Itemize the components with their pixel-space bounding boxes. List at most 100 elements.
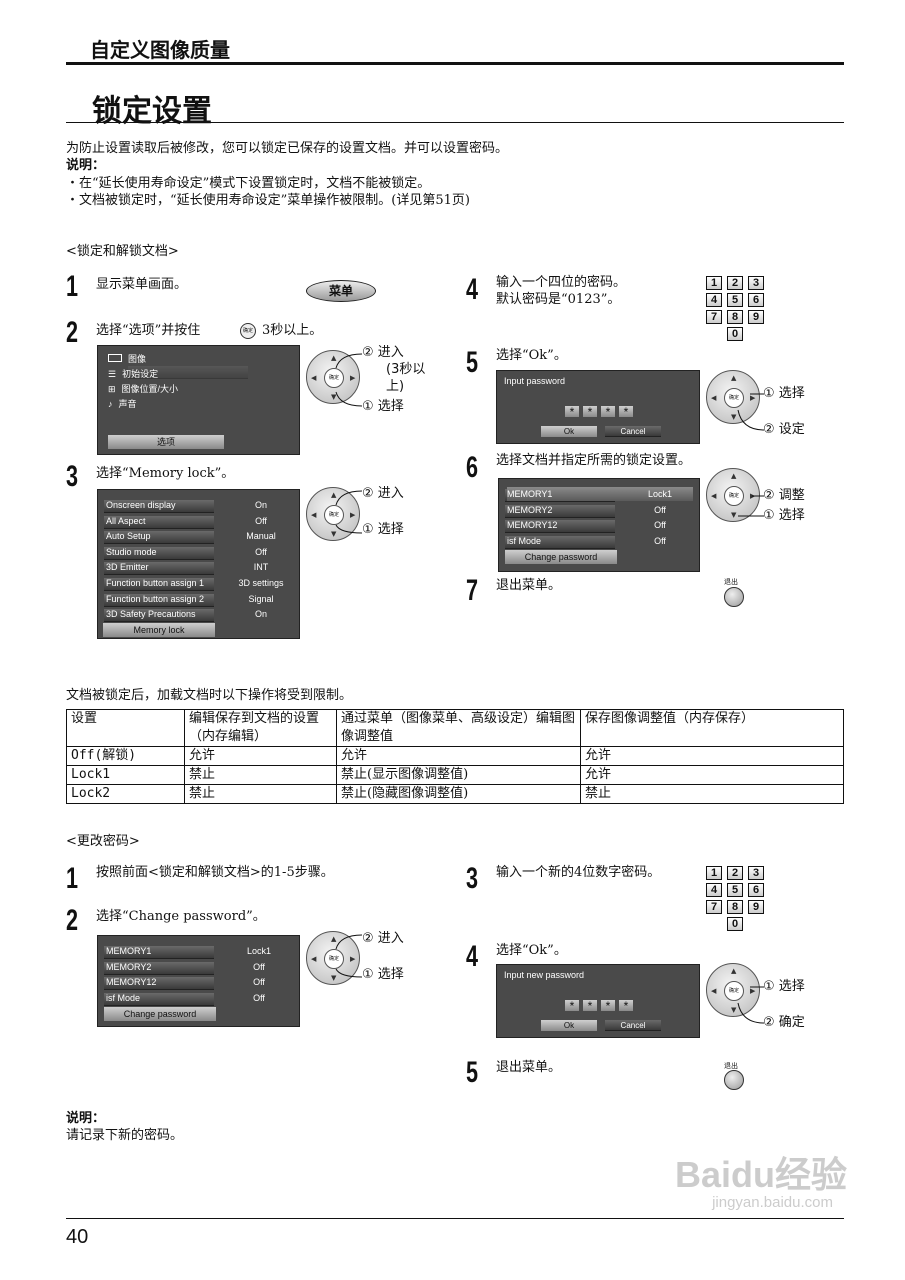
arrow-right-icon[interactable]: ▶ bbox=[750, 987, 756, 995]
keypad-key[interactable]: 0 bbox=[727, 917, 743, 931]
enter-button[interactable]: 确定 bbox=[724, 388, 744, 408]
keypad-key[interactable]: 2 bbox=[727, 866, 743, 880]
arrow-left-icon[interactable]: ◀ bbox=[311, 374, 317, 382]
password-field[interactable]: **** bbox=[565, 401, 633, 420]
arrow-down-icon[interactable]: ▼ bbox=[331, 393, 337, 401]
password-field[interactable]: **** bbox=[565, 995, 633, 1014]
ok-button[interactable]: Ok bbox=[541, 426, 597, 437]
arrow-left-icon[interactable]: ◀ bbox=[311, 955, 317, 963]
cancel-button[interactable]: Cancel bbox=[605, 1020, 661, 1031]
exit-button[interactable] bbox=[724, 587, 744, 607]
menu-row-value[interactable]: Off bbox=[255, 546, 267, 557]
menu-row-value[interactable]: Lock1 bbox=[647, 489, 673, 499]
keypad-key[interactable]: 5 bbox=[727, 293, 743, 307]
menu-row-value[interactable]: Lock1 bbox=[246, 946, 272, 956]
keypad-key[interactable]: 5 bbox=[727, 883, 743, 897]
dpad[interactable]: 确定 ▲ ▼ ◀ ▶ bbox=[306, 487, 360, 541]
change-password-button[interactable]: Change password bbox=[505, 550, 617, 565]
menu-row-value[interactable]: Manual bbox=[246, 531, 276, 542]
menu-row-value[interactable]: Off bbox=[253, 977, 265, 988]
menu-row-value[interactable]: Off bbox=[654, 504, 666, 515]
enter-button[interactable]: 确定 bbox=[324, 368, 344, 388]
dpad[interactable]: 确定 ▲ ▼ ◀ ▶ bbox=[306, 350, 360, 404]
arrow-right-icon[interactable]: ▶ bbox=[350, 955, 356, 963]
keypad-key[interactable]: 1 bbox=[706, 866, 722, 880]
arrow-down-icon[interactable]: ▼ bbox=[731, 511, 737, 519]
arrow-left-icon[interactable]: ◀ bbox=[711, 394, 717, 402]
menu-row-value[interactable]: On bbox=[254, 500, 267, 510]
keypad-key[interactable]: 4 bbox=[706, 293, 722, 307]
dpad[interactable]: 确定 ▲ ▼ ◀ ▶ bbox=[706, 370, 760, 424]
arrow-right-icon[interactable]: ▶ bbox=[350, 511, 356, 519]
enter-button[interactable]: 确定 bbox=[324, 505, 344, 525]
menu-item-position[interactable]: ⊞图像位置/大小 bbox=[108, 382, 178, 396]
arrow-left-icon[interactable]: ◀ bbox=[311, 511, 317, 519]
keypad-key[interactable]: 2 bbox=[727, 276, 743, 290]
menu-item-picture[interactable]: 图像 bbox=[108, 352, 146, 366]
arrow-up-icon[interactable]: ▲ bbox=[731, 967, 737, 975]
arrow-up-icon[interactable]: ▲ bbox=[731, 472, 737, 480]
keypad-key[interactable]: 4 bbox=[706, 883, 722, 897]
arrow-right-icon[interactable]: ▶ bbox=[750, 394, 756, 402]
arrow-down-icon[interactable]: ▼ bbox=[731, 413, 737, 421]
keypad-key[interactable]: 7 bbox=[706, 310, 722, 324]
arrow-left-icon[interactable]: ◀ bbox=[711, 987, 717, 995]
keypad-key[interactable]: 3 bbox=[748, 276, 764, 290]
keypad-key[interactable]: 8 bbox=[727, 900, 743, 914]
keypad-key[interactable]: 6 bbox=[748, 293, 764, 307]
menu-row-value[interactable]: Off bbox=[255, 515, 267, 526]
menu-row-value[interactable]: Off bbox=[654, 520, 666, 531]
keypad-key[interactable]: 8 bbox=[727, 310, 743, 324]
menu-item-options[interactable]: 选项 bbox=[108, 435, 224, 449]
arrow-down-icon[interactable]: ▼ bbox=[331, 530, 337, 538]
enter-button[interactable]: 确定 bbox=[724, 981, 744, 1001]
arrow-right-icon[interactable]: ▶ bbox=[350, 374, 356, 382]
keypad-key[interactable]: 7 bbox=[706, 900, 722, 914]
change-password-button[interactable]: Change password bbox=[104, 1007, 216, 1022]
arrow-down-icon[interactable]: ▼ bbox=[331, 974, 337, 982]
keypad-key[interactable]: 6 bbox=[748, 883, 764, 897]
enter-button[interactable]: 确定 bbox=[724, 486, 744, 506]
arrow-left-icon[interactable]: ◀ bbox=[711, 492, 717, 500]
menu-row-value[interactable]: On bbox=[254, 609, 267, 620]
arrow-up-icon[interactable]: ▲ bbox=[331, 354, 337, 362]
arrow-up-icon[interactable]: ▲ bbox=[331, 935, 337, 943]
menu-row-value[interactable]: Signal bbox=[248, 593, 274, 604]
enter-button[interactable]: 确定 bbox=[324, 949, 344, 969]
menu-row-value[interactable]: 3D settings bbox=[238, 578, 284, 588]
menu-row-value[interactable]: Off bbox=[253, 961, 265, 972]
ok-button[interactable]: Ok bbox=[541, 1020, 597, 1031]
keypad-key[interactable]: 1 bbox=[706, 276, 722, 290]
keypad-key[interactable]: 3 bbox=[748, 866, 764, 880]
keypad-key[interactable]: 9 bbox=[748, 310, 764, 324]
keypad-key[interactable]: 0 bbox=[727, 327, 743, 341]
menu-row-value[interactable]: Off bbox=[253, 992, 265, 1003]
menu-row-value[interactable]: INT bbox=[253, 562, 269, 573]
menu-button[interactable]: 菜单 bbox=[306, 280, 376, 302]
dpad[interactable]: 确定 ▲ ▼ ◀ ▶ bbox=[706, 963, 760, 1017]
menu-item-setup[interactable]: ☰初始设定 bbox=[108, 367, 158, 381]
arrow-up-icon[interactable]: ▲ bbox=[731, 374, 737, 382]
menu-item-memory-lock[interactable]: Memory lock bbox=[103, 623, 215, 637]
menu-item-sound[interactable]: ♪声音 bbox=[108, 397, 137, 411]
menu-row-value[interactable]: Off bbox=[654, 535, 666, 546]
cancel-button[interactable]: Cancel bbox=[605, 426, 661, 437]
arrow-down-icon[interactable]: ▼ bbox=[731, 1006, 737, 1014]
dpad[interactable]: 确定 ▲ ▼ ◀ ▶ bbox=[706, 468, 760, 522]
